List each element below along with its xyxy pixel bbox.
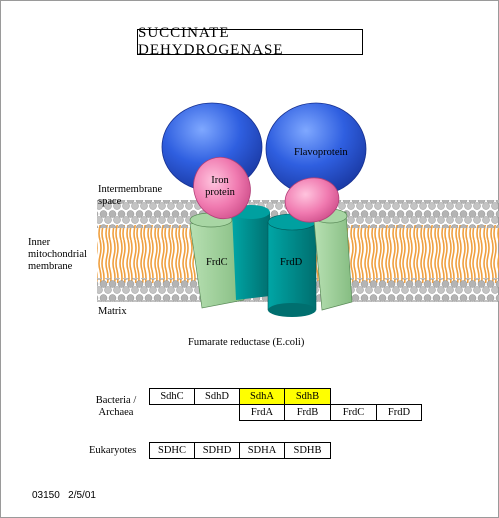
cell-sdhc-euk: SDHC xyxy=(149,442,195,459)
inner-membrane-label-line1: Inner xyxy=(28,237,51,248)
bacteria-label-line1: Bacteria / xyxy=(95,395,137,406)
bacteria-label-line2: Archaea xyxy=(98,407,134,418)
eukaryotes-label: Eukaryotes xyxy=(89,445,137,456)
iron-protein-left xyxy=(193,156,251,220)
iron-protein-label-line2: protein xyxy=(205,187,235,198)
iron-protein-right xyxy=(284,177,340,223)
cell-sdhd: SdhD xyxy=(194,388,240,405)
figure-id-date: 03150 2/5/01 xyxy=(32,490,96,501)
inner-membrane-label-line3: membrane xyxy=(28,261,73,272)
iron-protein-label-line1: Iron xyxy=(211,175,229,186)
bacteria-archaea-label: Bacteria / Archaea xyxy=(86,395,146,419)
intermembrane-label-line1: Intermembrane xyxy=(98,184,163,195)
intermembrane-label: Intermembrane space xyxy=(98,184,162,208)
cell-sdhc: SdhC xyxy=(149,388,195,405)
cell-frda: FrdA xyxy=(239,404,285,421)
cell-sdha-euk: SDHA xyxy=(239,442,285,459)
matrix-label: Matrix xyxy=(98,306,127,317)
cell-sdha: SdhA xyxy=(239,388,285,405)
flavoprotein-label: Flavoprotein xyxy=(294,147,348,158)
diagram-title: SUCCINATE DEHYDROGENASE xyxy=(137,25,363,58)
inner-membrane-label: Inner mitochondrial membrane xyxy=(28,237,87,273)
teal-subunit-left xyxy=(232,205,270,300)
iron-protein-label: Iron protein xyxy=(203,175,237,199)
cell-frdc: FrdC xyxy=(330,404,377,421)
cell-sdhb: SdhB xyxy=(284,388,331,405)
frdc-label: FrdC xyxy=(206,257,228,268)
frdd-label: FrdD xyxy=(280,257,303,268)
cell-sdhd-euk: SDHD xyxy=(194,442,240,459)
caption-label: Fumarate reductase (E.coli) xyxy=(188,337,305,348)
inner-membrane-label-line2: mitochondrial xyxy=(28,249,87,260)
cell-frdb: FrdB xyxy=(284,404,331,421)
intermembrane-label-line2: space xyxy=(98,196,122,207)
frdc-subunit xyxy=(189,212,245,309)
cell-sdhb-euk: SDHB xyxy=(284,442,331,459)
frdd-subunit xyxy=(267,213,317,317)
cell-frdd: FrdD xyxy=(376,404,422,421)
